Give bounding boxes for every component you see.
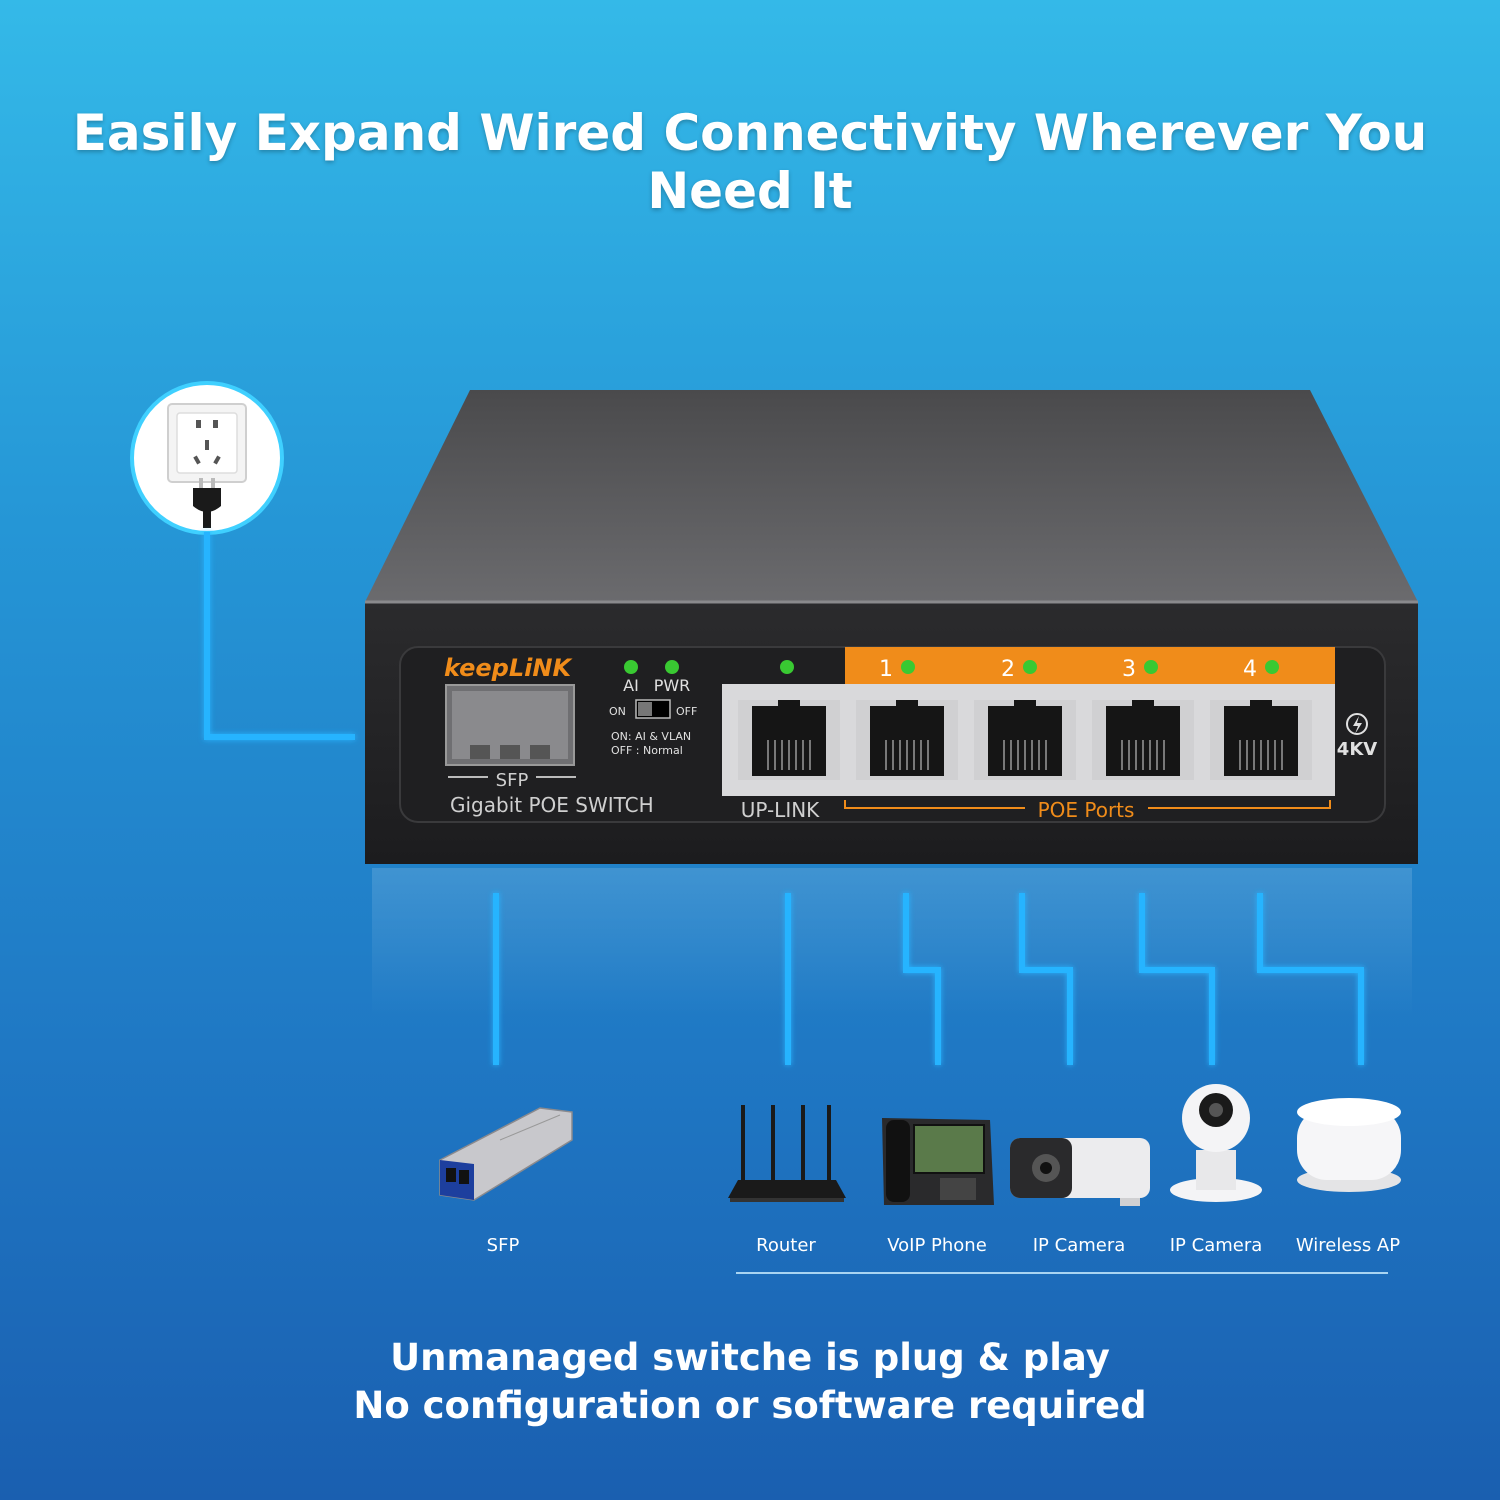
- poe-port-numbers: 1 2 3 4: [879, 657, 1279, 682]
- port-number-1: 1: [879, 657, 893, 682]
- wall-outlet-icon: [167, 403, 247, 483]
- cable-camera-2: [1139, 893, 1215, 1065]
- device-label-sfp: SFP: [486, 1235, 520, 1256]
- uplink-label: UP-LINK: [741, 798, 820, 822]
- led-pwr-label: PWR: [654, 676, 691, 695]
- voip-phone-icon: [882, 1118, 994, 1205]
- mode-on-description: ON: AI & VLAN: [611, 730, 691, 743]
- footer-line-2: No configuration or software required: [353, 1384, 1147, 1427]
- dome-camera-icon: [1170, 1084, 1262, 1202]
- bullet-camera-icon: [1010, 1138, 1150, 1206]
- led-ai-label: AI: [623, 676, 639, 695]
- poe-bracket: [844, 800, 1331, 809]
- lightning-bolt-icon: [1346, 713, 1368, 735]
- device-label-voip-phone: VoIP Phone: [887, 1235, 987, 1256]
- poe-header-bar: [845, 647, 1335, 684]
- led-ai: [624, 660, 638, 674]
- poe-ports-label: POE Ports: [1038, 798, 1135, 822]
- cable-wireless-ap: [1257, 893, 1364, 1065]
- led-port-1: [901, 660, 915, 674]
- sfp-module-icon: [439, 1107, 573, 1201]
- sfp-port-label: SFP: [496, 770, 529, 791]
- device-cables: [493, 893, 1364, 1065]
- device-label-ip-camera-2: IP Camera: [1169, 1235, 1263, 1256]
- port-number-4: 4: [1243, 657, 1257, 682]
- mode-off-description: OFF : Normal: [611, 744, 683, 757]
- device-label-ip-camera-1: IP Camera: [1032, 1235, 1126, 1256]
- port-number-3: 3: [1122, 657, 1136, 682]
- cable-camera-1: [1019, 893, 1073, 1065]
- switch-reflection: [372, 868, 1412, 1018]
- cable-voip: [903, 893, 941, 1065]
- device-label-wireless-ap: Wireless AP: [1295, 1235, 1401, 1256]
- device-label-router: Router: [756, 1235, 816, 1256]
- brand-logo: keepLiNK: [444, 654, 573, 682]
- power-cable: [204, 532, 355, 740]
- toggle-off-label: OFF: [676, 705, 697, 718]
- led-port-2: [1023, 660, 1037, 674]
- wireless-ap-icon: [1297, 1098, 1401, 1192]
- headline: Easily Expand Wired Connectivity Whereve…: [72, 104, 1428, 220]
- router-icon: [728, 1105, 846, 1202]
- power-plug-icon: [193, 478, 221, 528]
- port-number-2: 2: [1001, 657, 1015, 682]
- model-label: Gigabit POE SWITCH: [450, 793, 654, 817]
- surge-rating-label: 4KV: [1337, 739, 1377, 760]
- led-uplink: [780, 660, 794, 674]
- mode-toggle-switch[interactable]: [635, 699, 671, 719]
- port-pins: [767, 740, 1283, 770]
- toggle-on-label: ON: [609, 705, 626, 718]
- led-pwr: [665, 660, 679, 674]
- switch-top-face: [365, 390, 1418, 602]
- led-port-3: [1144, 660, 1158, 674]
- sfp-slot: [445, 684, 575, 766]
- led-port-4: [1265, 660, 1279, 674]
- footer-line-1: Unmanaged switche is plug & play: [390, 1336, 1110, 1379]
- outlet-badge: [130, 381, 284, 535]
